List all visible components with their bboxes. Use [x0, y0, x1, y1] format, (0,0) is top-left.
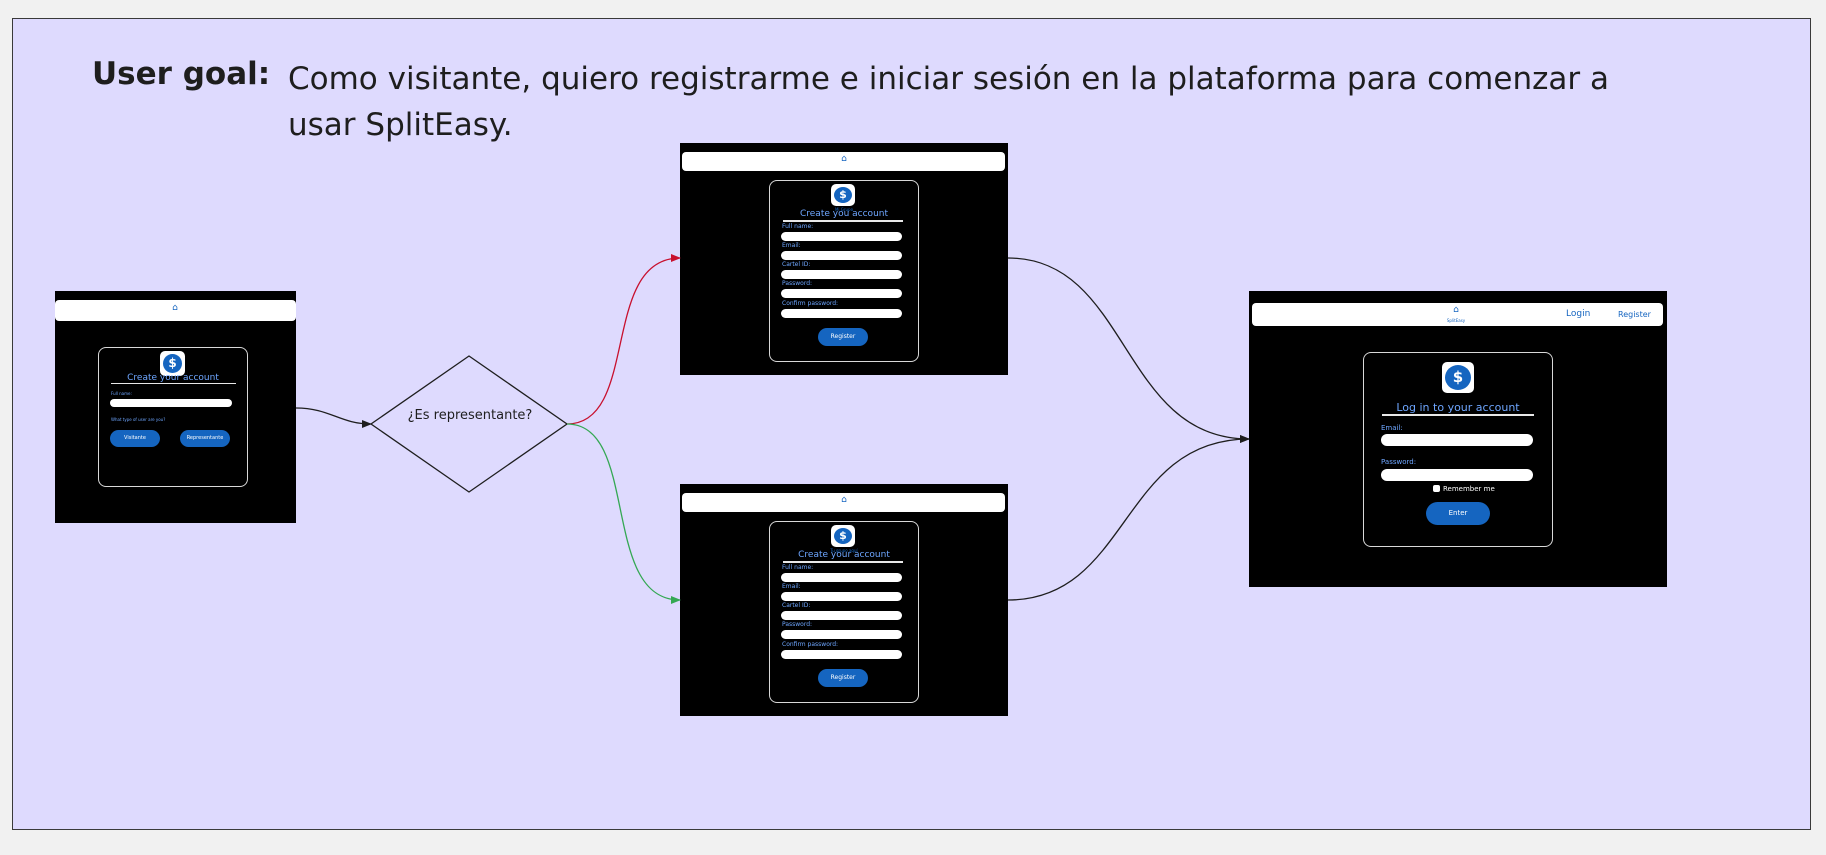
- decision-label: ¿Es representante?: [407, 408, 533, 423]
- representative-button[interactable]: Representante: [180, 430, 230, 447]
- email-input[interactable]: [781, 251, 902, 260]
- field-label: Confirm password:: [782, 641, 839, 648]
- register-card: $ Create your account Full name: What ty…: [98, 347, 248, 487]
- screen-login: ⌂ SplitEasy Login Register $ Log in to y…: [1249, 291, 1667, 587]
- brand-caption: SplitEasy: [1446, 318, 1466, 323]
- logo-caption: Mi Grupo: [834, 207, 854, 212]
- nav-register-link[interactable]: Register: [1618, 310, 1651, 319]
- visitor-button[interactable]: Visitante: [110, 430, 160, 447]
- register-card: $ Tu grupo aquí Create your account Full…: [769, 521, 919, 703]
- confirm-password-input[interactable]: [781, 650, 902, 659]
- password-label: Password:: [1381, 458, 1417, 466]
- field-label: Confirm password:: [782, 300, 839, 307]
- nav-login-link[interactable]: Login: [1566, 309, 1591, 319]
- brand-logo-icon: ⌂: [841, 154, 847, 164]
- brand-logo-icon: ⌂: [1453, 305, 1459, 315]
- field-label: Full name:: [782, 564, 814, 571]
- register-button[interactable]: Register: [818, 669, 868, 687]
- screen-register-visitor: ⌂ $ Tu grupo aquí Create your account Fu…: [680, 484, 1008, 716]
- cartel-id-input[interactable]: [781, 611, 902, 620]
- password-input[interactable]: [1381, 469, 1533, 481]
- full-name-input[interactable]: [781, 573, 902, 582]
- screen-register-representative: ⌂ $ Mi Grupo Create you account Full nam…: [680, 143, 1008, 375]
- topbar: ⌂: [682, 152, 1005, 171]
- confirm-password-input[interactable]: [781, 309, 902, 318]
- password-input[interactable]: [781, 289, 902, 298]
- login-card: $ Log in to your account Email: Password…: [1363, 352, 1553, 547]
- connector-decision-no: [566, 423, 681, 604]
- card-title: Create your account: [127, 373, 219, 383]
- user-goal-label: User goal:: [92, 56, 271, 92]
- group-logo-icon: $: [831, 525, 855, 547]
- question-label: What type of user are you?: [111, 417, 166, 422]
- field-label: Cartel ID:: [782, 602, 811, 609]
- full-name-input[interactable]: [781, 232, 902, 241]
- card-title: Create you account: [799, 209, 889, 219]
- connector-visitor-to-login: [1007, 435, 1250, 601]
- title-divider: [1382, 414, 1534, 416]
- connector-rep-to-login: [1007, 257, 1250, 443]
- connector-decision-yes: [566, 254, 681, 425]
- card-title: Create your account: [798, 550, 890, 560]
- brand-logo-icon: $: [160, 351, 185, 376]
- topbar: ⌂: [682, 493, 1005, 512]
- brand-logo-icon: $: [1442, 362, 1474, 393]
- field-label: Full name:: [111, 391, 132, 396]
- topbar: ⌂: [55, 300, 296, 321]
- field-label: Full name:: [782, 223, 814, 230]
- register-button[interactable]: Register: [818, 328, 868, 346]
- card-title: Log in to your account: [1396, 401, 1520, 414]
- field-label: Email:: [782, 242, 801, 249]
- remember-checkbox[interactable]: [1433, 485, 1440, 492]
- title-divider: [783, 561, 903, 563]
- cartel-id-input[interactable]: [781, 270, 902, 279]
- screen-role-select: ⌂ $ Create your account Full name: What …: [55, 291, 296, 523]
- full-name-input[interactable]: [110, 399, 232, 407]
- logo-caption: Tu grupo aquí: [830, 548, 858, 553]
- title-divider: [783, 220, 903, 222]
- title-divider: [111, 383, 236, 384]
- user-goal-text: Como visitante, quiero registrarme e ini…: [288, 61, 1609, 143]
- email-label: Email:: [1381, 424, 1403, 432]
- field-label: Cartel ID:: [782, 261, 811, 268]
- email-input[interactable]: [781, 592, 902, 601]
- topbar: ⌂ SplitEasy Login Register: [1252, 303, 1663, 326]
- field-label: Password:: [782, 280, 813, 287]
- register-card: $ Mi Grupo Create you account Full name:…: [769, 180, 919, 362]
- connector-start-to-decision: [295, 407, 372, 428]
- password-input[interactable]: [781, 630, 902, 639]
- field-label: Email:: [782, 583, 801, 590]
- group-logo-icon: $: [831, 184, 855, 206]
- remember-label: Remember me: [1443, 485, 1495, 493]
- enter-button[interactable]: Enter: [1426, 502, 1490, 525]
- brand-logo-icon: ⌂: [172, 303, 178, 313]
- brand-logo-icon: ⌂: [841, 495, 847, 505]
- email-input[interactable]: [1381, 434, 1533, 446]
- decision-diamond: [369, 355, 569, 493]
- field-label: Password:: [782, 621, 813, 628]
